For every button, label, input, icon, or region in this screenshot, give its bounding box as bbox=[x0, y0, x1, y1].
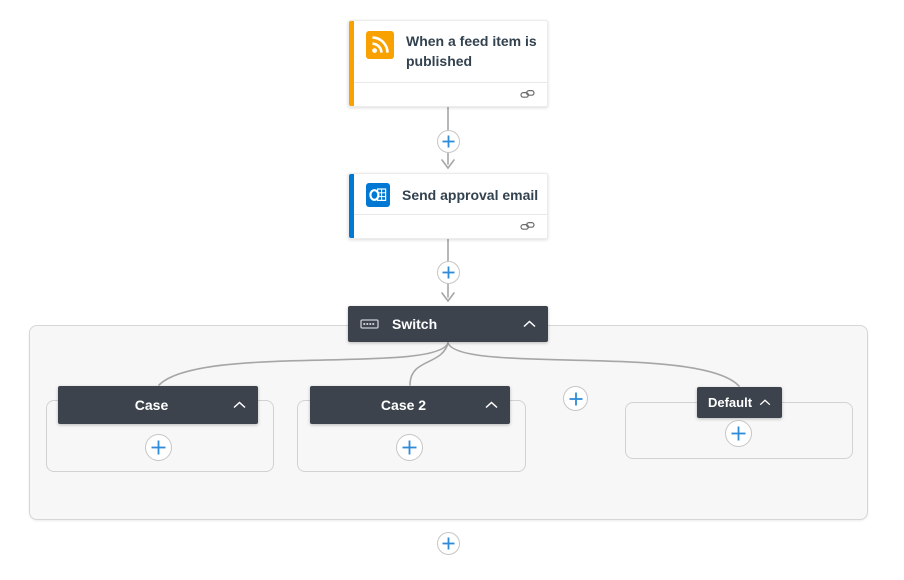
action-accent-bar bbox=[349, 174, 354, 238]
new-step-button[interactable] bbox=[437, 532, 460, 555]
trigger-title: When a feed item is published bbox=[406, 33, 537, 70]
trigger-accent-bar bbox=[349, 21, 354, 106]
plus-icon bbox=[569, 392, 583, 406]
case2-add-action-button[interactable] bbox=[396, 434, 423, 461]
case-label: Case bbox=[134, 397, 169, 413]
default-label: Default bbox=[707, 395, 753, 410]
plus-icon bbox=[442, 135, 455, 148]
plus-icon bbox=[402, 440, 417, 455]
plus-icon bbox=[731, 426, 746, 441]
action-card-send-approval-email[interactable]: Send approval email bbox=[348, 173, 548, 239]
chevron-up-icon[interactable] bbox=[523, 320, 536, 328]
plus-icon bbox=[442, 266, 455, 279]
chevron-up-icon[interactable] bbox=[485, 401, 498, 409]
insert-step-button-2[interactable] bbox=[437, 261, 460, 284]
switch-label: Switch bbox=[392, 316, 438, 332]
chevron-up-icon[interactable] bbox=[759, 399, 771, 406]
arrow-down-icon bbox=[441, 159, 455, 170]
plus-icon bbox=[151, 440, 166, 455]
switch-icon bbox=[360, 319, 379, 329]
outlook-icon bbox=[366, 183, 390, 207]
insert-step-button-1[interactable] bbox=[437, 130, 460, 153]
case2-header[interactable]: Case 2 bbox=[310, 386, 510, 424]
trigger-card[interactable]: When a feed item is published bbox=[348, 20, 548, 107]
link-icon bbox=[520, 89, 535, 100]
action-title: Send approval email bbox=[402, 186, 539, 203]
arrow-down-icon bbox=[441, 292, 455, 303]
default-add-action-button[interactable] bbox=[725, 420, 752, 447]
rss-icon bbox=[366, 31, 394, 59]
case2-label: Case 2 bbox=[380, 397, 427, 413]
default-header[interactable]: Default bbox=[697, 387, 782, 418]
switch-header[interactable]: Switch bbox=[348, 306, 548, 342]
add-case-button[interactable] bbox=[563, 386, 588, 411]
case-header[interactable]: Case bbox=[58, 386, 258, 424]
case-add-action-button[interactable] bbox=[145, 434, 172, 461]
link-icon bbox=[520, 221, 535, 232]
plus-icon bbox=[442, 537, 455, 550]
chevron-up-icon[interactable] bbox=[233, 401, 246, 409]
